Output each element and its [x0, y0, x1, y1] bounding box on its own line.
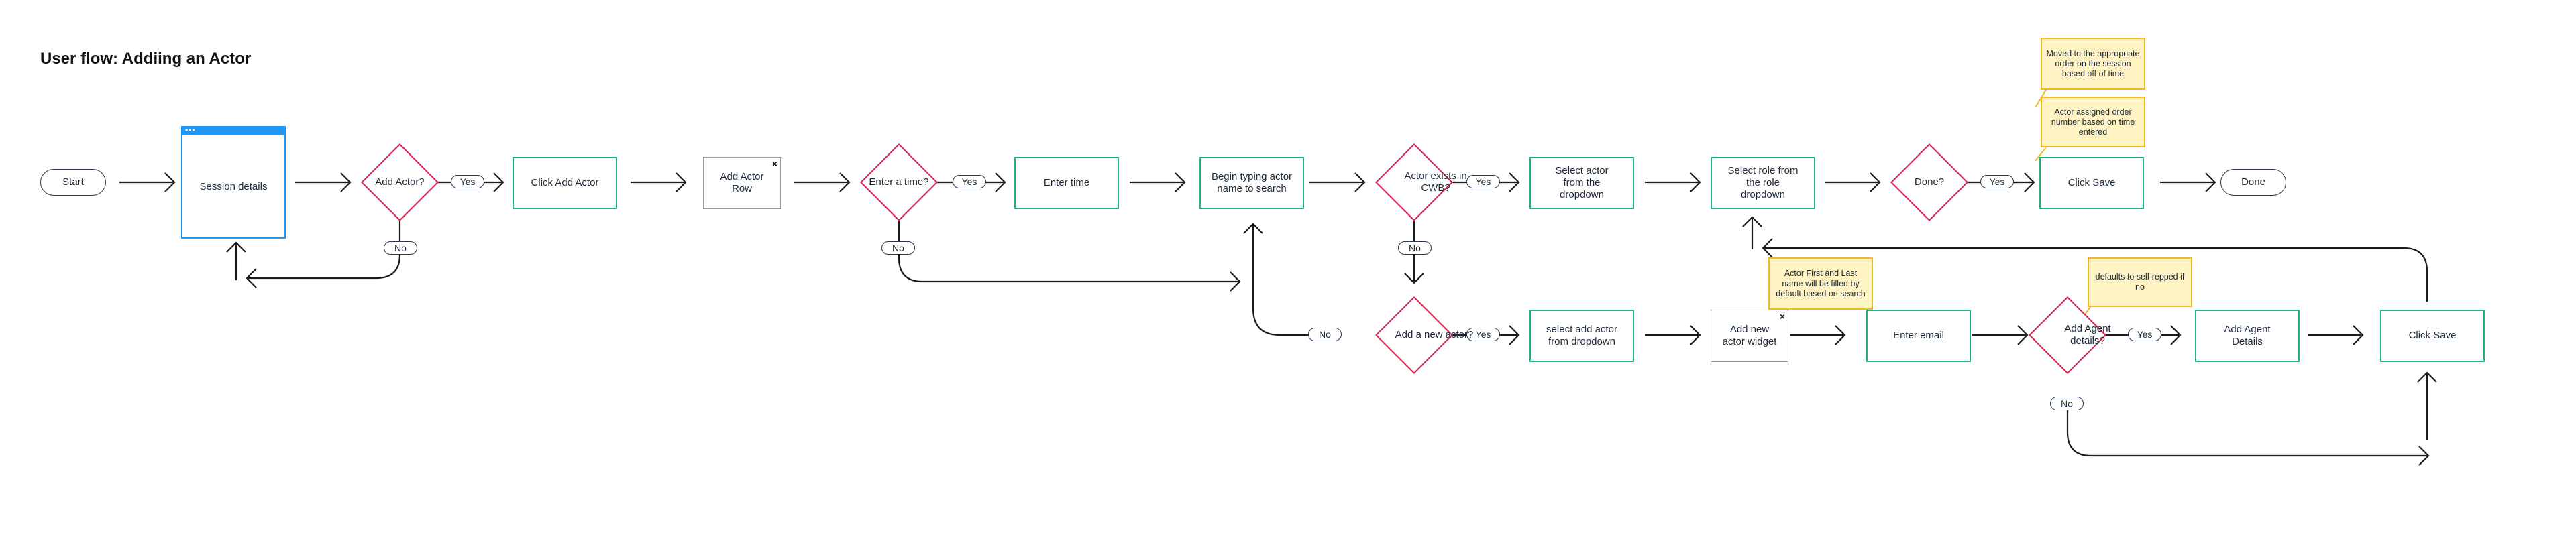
no-label-new-actor: No [1308, 328, 1342, 341]
add-actor-decision-label: Add Actor? [375, 176, 425, 188]
actor-exists-decision: Actor exists in CWB? [1374, 142, 1467, 223]
edge-new-actor-no [1252, 224, 1308, 336]
select-role-node: Select role from the role dropdown [1711, 157, 1815, 209]
add-actor-decision: Add Actor? [360, 142, 440, 223]
add-new-actor-widget-label: Add new actor widget [1722, 324, 1777, 347]
done-decision: Done? [1889, 142, 1970, 223]
click-save-bottom-node: Click Save [2380, 310, 2485, 362]
note-tail-assigned [2035, 147, 2047, 162]
edge-agent-no [2066, 410, 2428, 457]
session-details-node: ••• Session details [181, 126, 286, 239]
done-node: Done [2220, 169, 2286, 196]
no-label-agent: No [2050, 397, 2084, 410]
note-defaults-self: defaults to self repped if no [2088, 257, 2192, 307]
close-icon: × [1779, 311, 1785, 322]
add-actor-row-label: Add Actor Row [720, 171, 764, 194]
enter-time-decision: Enter a time? [859, 142, 939, 223]
enter-time-node: Enter time [1014, 157, 1119, 209]
enter-time-decision-label: Enter a time? [869, 176, 929, 188]
enter-email-node: Enter email [1866, 310, 1971, 362]
edge-entertime-no [898, 214, 1240, 283]
yes-label-done: Yes [1980, 175, 2014, 188]
add-agent-decision: Add Agent details? [2027, 295, 2111, 375]
select-actor-node: Select actor from the dropdown [1529, 157, 1634, 209]
diagram-title: User flow: Addiing an Actor [40, 50, 252, 68]
add-new-actor-decision-label: Add a new actor? [1395, 329, 1474, 341]
yes-label-enter-time: Yes [953, 175, 986, 188]
add-new-actor-widget-node: × Add new actor widget [1711, 310, 1788, 362]
add-agent-decision-label: Add Agent details? [2064, 323, 2111, 347]
no-label-enter-time: No [881, 241, 915, 255]
add-new-actor-decision: Add a new actor? [1374, 295, 1473, 375]
close-icon: × [771, 158, 777, 169]
add-actor-row-node: × Add Actor Row [703, 157, 781, 209]
edge-save-loop [1763, 247, 2428, 302]
edge-addactor-no [247, 214, 401, 280]
note-prefill-name: Actor First and Last name will be filled… [1768, 257, 1873, 310]
no-label-add-actor: No [384, 241, 417, 255]
note-assigned-order: Actor assigned order number based on tim… [2041, 97, 2145, 147]
yes-label-add-actor: Yes [451, 175, 484, 188]
done-decision-label: Done? [1914, 176, 1945, 188]
session-details-label: Session details [199, 181, 268, 192]
yes-label-new-actor: Yes [1466, 328, 1500, 341]
click-add-actor-node: Click Add Actor [513, 157, 617, 209]
begin-typing-node: Begin typing actor name to search [1199, 157, 1304, 209]
window-titlebar: ••• [181, 126, 286, 135]
yes-label-actor-exists: Yes [1466, 175, 1500, 188]
window-dots-icon: ••• [185, 125, 196, 135]
click-save-top-node: Click Save [2039, 157, 2144, 209]
select-add-actor-node: select add actor from dropdown [1529, 310, 1634, 362]
no-label-actor-exists: No [1398, 241, 1432, 255]
note-moved-order: Moved to the appropriate order on the se… [2041, 38, 2145, 90]
add-agent-details-node: Add Agent Details [2195, 310, 2300, 362]
actor-exists-decision-label: Actor exists in CWB? [1404, 170, 1467, 194]
start-node: Start [40, 169, 106, 196]
yes-label-agent: Yes [2128, 328, 2161, 341]
